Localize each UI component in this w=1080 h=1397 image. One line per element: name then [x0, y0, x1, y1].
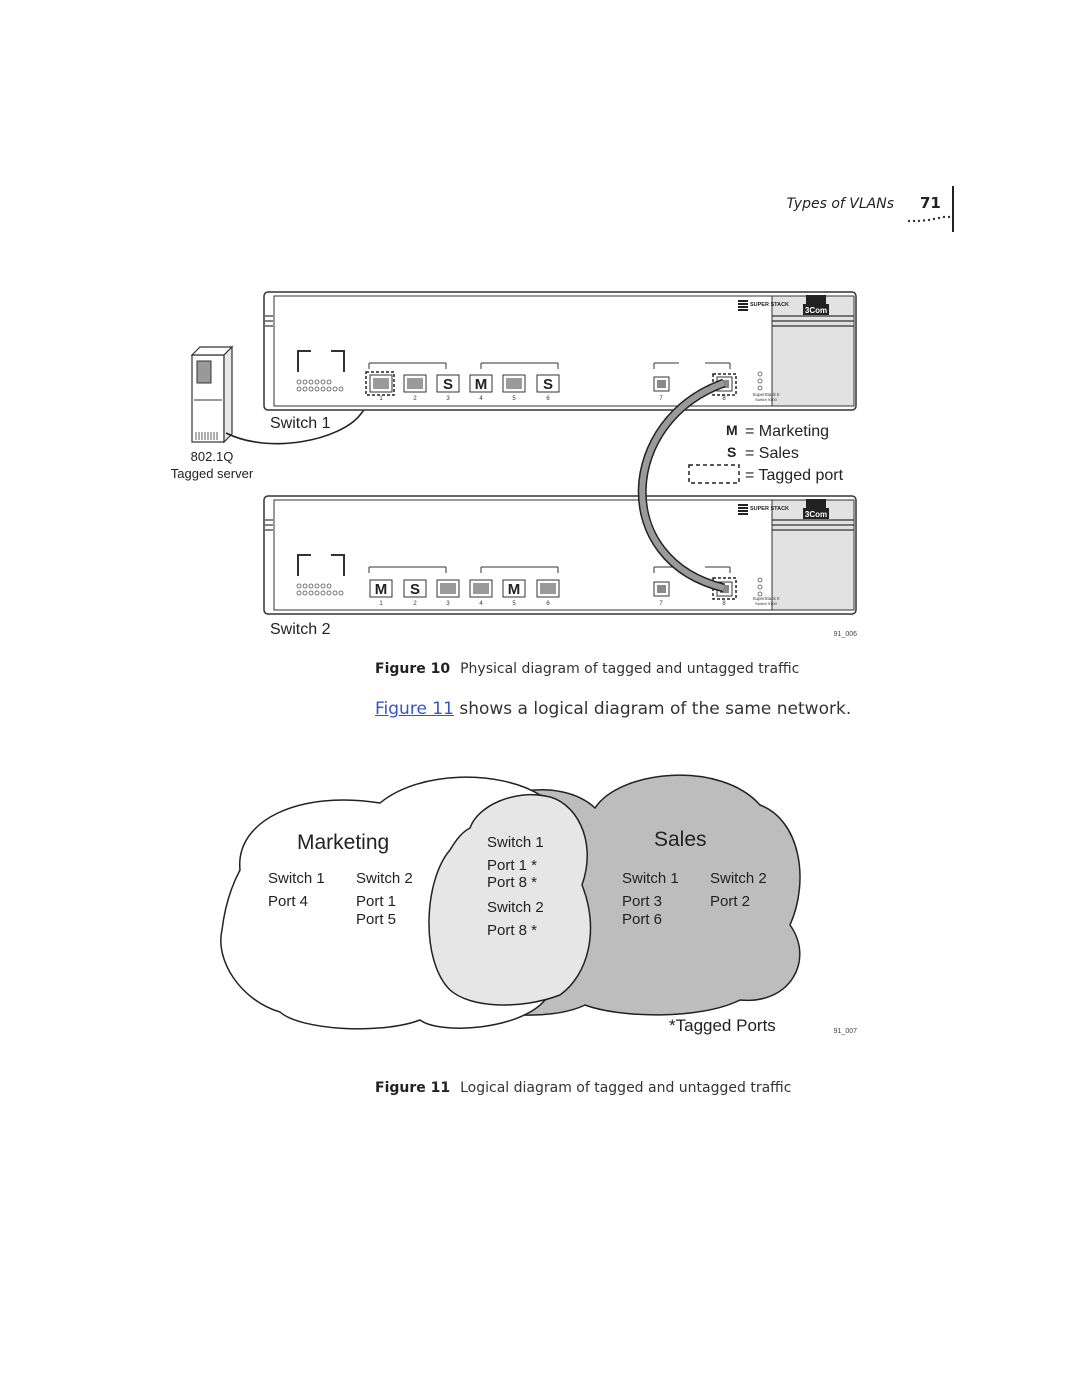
model-label-1a: SuperStack II [752, 392, 779, 397]
server-label-name: Tagged server [171, 466, 254, 481]
header-dots [907, 215, 951, 223]
switch-port-2: 2 [403, 374, 427, 402]
sales-switch1-heading: Switch 1 [622, 870, 679, 887]
figure-11-logical-diagram: Marketing Switch 1 Port 4 Switch 2 Port … [220, 774, 857, 1035]
tagged-server-icon [190, 345, 234, 444]
port-number: 8 [722, 396, 726, 402]
port-number: 1 [379, 601, 383, 607]
tagged-ports-footnote: *Tagged Ports [669, 1016, 776, 1035]
figure-10-caption: Figure 10 Physical diagram of tagged and … [375, 661, 799, 677]
port-number: 4 [479, 396, 483, 402]
port-letter: M [475, 376, 488, 393]
legend-tagged-swatch [688, 464, 740, 484]
port-letter: S [543, 376, 553, 393]
brand-logo-2: 3Com [805, 510, 827, 519]
body-paragraph: Figure 11 shows a logical diagram of the… [375, 699, 851, 719]
figure-10-physical-diagram: 802.1Q Tagged server 3Com SUPER STACK [171, 291, 857, 638]
switch-port-4: 4 [469, 579, 493, 607]
overlap-switch2-port: Port 8 * [487, 922, 537, 939]
trunk-cable [639, 380, 726, 591]
model-label-1b: Switch 9100 [755, 397, 778, 402]
model-label-2a: SuperStack II [752, 596, 779, 601]
port-letter: S [410, 581, 420, 598]
marketing-switch2-heading: Switch 2 [356, 870, 413, 887]
port-number: 7 [659, 601, 663, 607]
port-letter: M [375, 581, 388, 598]
overlap-switch1-port-a: Port 1 * [487, 857, 537, 874]
switch-port-3: S3 [436, 374, 460, 402]
overlap-switch2-heading: Switch 2 [487, 899, 544, 916]
section-title: Types of VLANs [786, 196, 894, 212]
brand-logo-1: 3Com [805, 306, 827, 315]
server-label-protocol: 802.1Q [191, 449, 234, 464]
sales-switch1-port-b: Port 6 [622, 911, 662, 928]
switch-port-6: S6 [536, 374, 560, 402]
legend: M = Marketing S = Sales = Tagged port [688, 422, 844, 484]
switch-port-5: 5 [502, 374, 526, 402]
legend-s-key: S [727, 444, 736, 460]
port-number: 2 [413, 601, 417, 607]
switch-port-3: 3 [436, 579, 460, 607]
sales-title: Sales [654, 828, 707, 851]
header-rule [952, 186, 954, 232]
switch-port-7: 7 [653, 376, 670, 402]
sales-switch2-port: Port 2 [710, 893, 750, 910]
port-number: 5 [512, 601, 516, 607]
page-number: 71 [920, 194, 941, 212]
marketing-switch1-heading: Switch 1 [268, 870, 325, 887]
port-number: 7 [659, 396, 663, 402]
switch-port-1: 1 [369, 374, 393, 402]
marketing-switch2-port-a: Port 1 [356, 893, 396, 910]
marketing-switch1-port: Port 4 [268, 893, 308, 910]
legend-sales: = Sales [745, 445, 799, 462]
port-number: 3 [446, 396, 450, 402]
port-number: 8 [722, 601, 726, 607]
legend-marketing: = Marketing [745, 423, 829, 440]
figure-11-caption-text: Logical diagram of tagged and untagged t… [460, 1080, 792, 1096]
port-letter: S [443, 376, 453, 393]
port-number: 3 [446, 601, 450, 607]
sales-switch2-heading: Switch 2 [710, 870, 767, 887]
marketing-switch2-port-b: Port 5 [356, 911, 396, 928]
switch-port-1: M1 [369, 579, 393, 607]
port-number: 6 [546, 601, 550, 607]
model-label-2b: Switch 9100 [755, 601, 778, 606]
port-number: 5 [512, 396, 516, 402]
switch-port-2: S2 [403, 579, 427, 607]
port-number: 4 [479, 601, 483, 607]
switch-port-7: 7 [653, 581, 670, 607]
port-number: 6 [546, 396, 550, 402]
switch-port-6: 6 [536, 579, 560, 607]
figure-10-caption-label: Figure 10 [375, 661, 451, 677]
legend-m-key: M [726, 422, 738, 438]
overlap-switch1-heading: Switch 1 [487, 834, 544, 851]
superstack-logo-2: SUPER STACK [750, 506, 789, 512]
figure-10-ref-id: 91_006 [834, 631, 857, 638]
switch-1-label: Switch 1 [270, 415, 331, 432]
figure-11-caption-label: Figure 11 [375, 1080, 451, 1096]
figure-11-ref-id: 91_007 [834, 1028, 857, 1035]
figure-11-link[interactable]: Figure 11 [375, 699, 454, 719]
overlap-region [428, 794, 592, 1006]
port-number: 1 [379, 396, 383, 402]
switch-port-4: M4 [469, 374, 493, 402]
tagged-port-marker [365, 371, 395, 396]
port-number: 2 [413, 396, 417, 402]
legend-tagged: = Tagged port [745, 467, 844, 484]
overlap-switch1-port-b: Port 8 * [487, 874, 537, 891]
port-letter: M [508, 581, 521, 598]
marketing-title: Marketing [297, 831, 389, 854]
figure-10-caption-text: Physical diagram of tagged and untagged … [460, 661, 800, 677]
sales-switch1-port-a: Port 3 [622, 893, 662, 910]
superstack-logo-1: SUPER STACK [750, 302, 789, 308]
body-paragraph-text: shows a logical diagram of the same netw… [453, 699, 852, 719]
figure-11-caption: Figure 11 Logical diagram of tagged and u… [375, 1080, 791, 1096]
switch-2-label: Switch 2 [270, 621, 331, 638]
switch-port-5: M5 [502, 579, 526, 607]
